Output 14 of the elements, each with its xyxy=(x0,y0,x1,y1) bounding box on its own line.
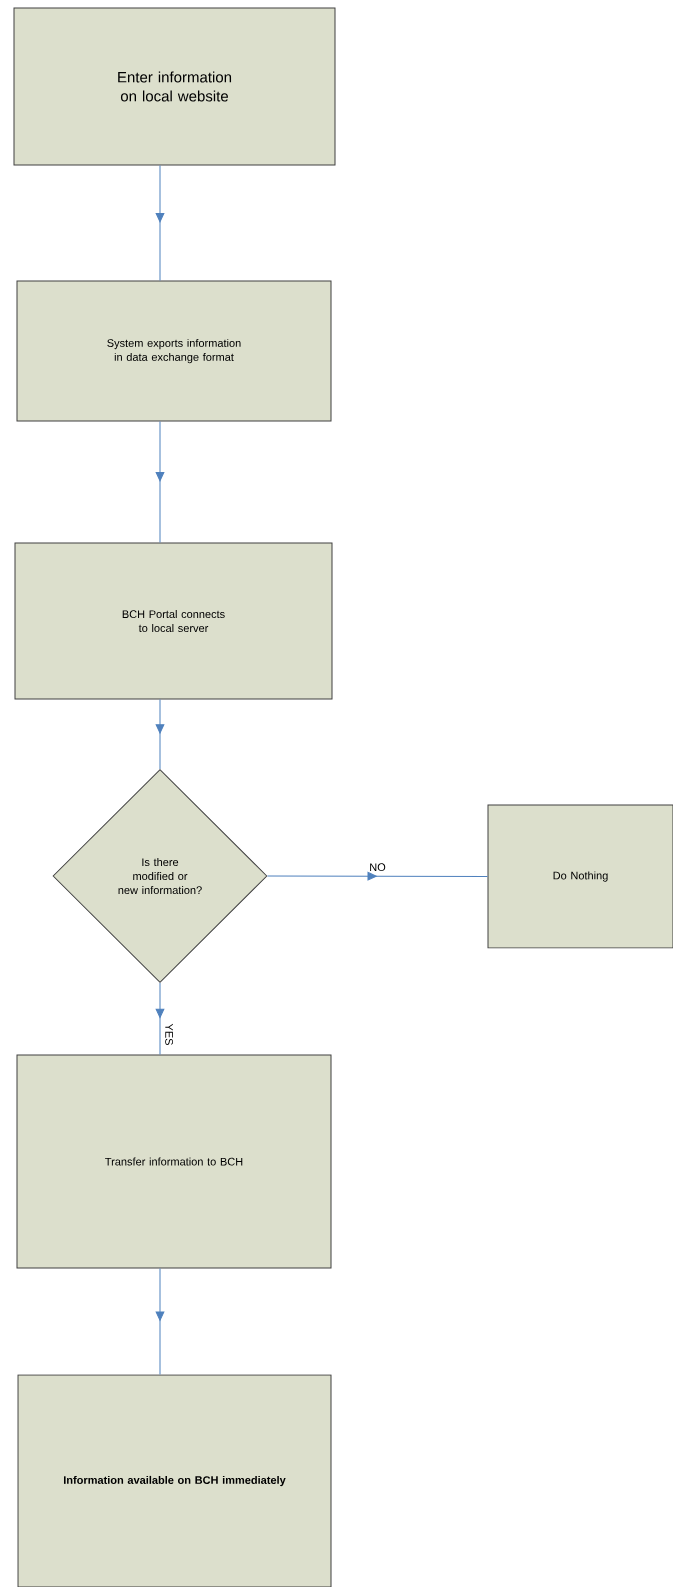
process-box: System exports information in data exchange format xyxy=(16,280,332,422)
process-box: Do Nothing xyxy=(487,804,673,949)
arrow xyxy=(155,982,165,1055)
arrow xyxy=(267,871,488,881)
process-box: BCH Portal connects to local server xyxy=(14,542,333,700)
arrow xyxy=(155,165,165,281)
arrow xyxy=(155,1268,165,1375)
process-box: Transfer information to BCH xyxy=(16,1054,332,1269)
process-box: Enter information on local website xyxy=(13,7,336,166)
process-box: Information available on BCH immediately xyxy=(17,1374,332,1587)
arrow xyxy=(155,699,165,770)
arrow xyxy=(155,421,165,543)
edge-label: NO xyxy=(368,862,387,873)
edge-label: YES xyxy=(164,1022,174,1047)
